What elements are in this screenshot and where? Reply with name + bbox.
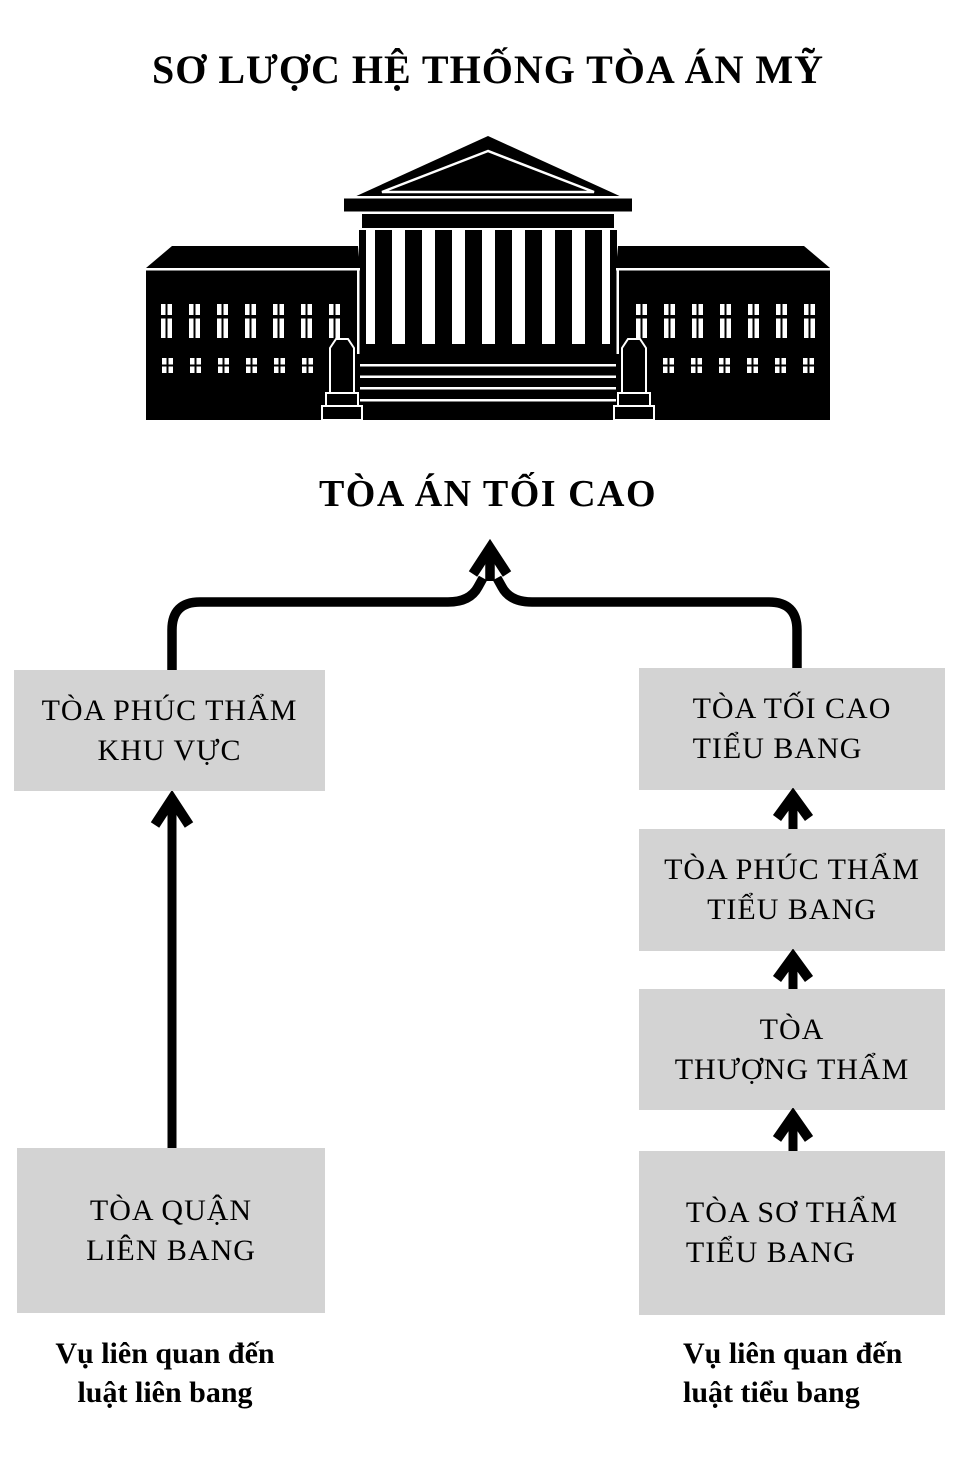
box-state-appeals-court: TÒA PHÚC THẨM TIỂU BANG [639,829,945,951]
box-state-superior-court: TÒA THƯỢNG THẨM [639,989,945,1110]
box-text-line: TÒA [759,1012,825,1046]
box-text-line: TÒA QUẬN [89,1193,253,1227]
up-arrow-icon [772,949,814,991]
box-text-line: TÒA PHÚC THẨM [664,853,920,886]
caption-line: luật liên bang [77,1376,253,1409]
caption-line: Vụ liên quan đến [683,1337,903,1370]
box-text-line: TIỂU BANG [707,893,877,926]
page-title: SƠ LƯỢC HỆ THỐNG TÒA ÁN MỸ [151,47,824,92]
box-text-line: TÒA SƠ THẨM [685,1196,899,1229]
box-text-line: TIỂU BANG [685,1236,856,1269]
box-state-trial-court: TÒA SƠ THẨM TIỂU BANG [639,1151,945,1315]
up-arrow-icon [772,1108,814,1153]
supreme-court-building-icon [146,136,830,421]
merge-up-arrow-icon [167,538,802,672]
caption-line: luật tiểu bang [683,1376,860,1409]
box-text-line: THƯỢNG THẨM [674,1052,910,1086]
caption-line: Vụ liên quan đến [55,1337,275,1370]
box-federal-district-court: TÒA QUẬN LIÊN BANG [17,1148,325,1313]
caption-state-law: Vụ liên quan đến luật tiểu bang [683,1334,902,1412]
supreme-court-label: TÒA ÁN TỐI CAO [318,473,658,515]
box-text-line: KHU VỰC [97,733,242,767]
long-up-arrow-icon [150,791,194,1151]
up-arrow-icon [772,788,814,831]
box-state-supreme-court: TÒA TỐI CAO TIỂU BANG [639,668,945,790]
box-federal-appeals-court: TÒA PHÚC THẨM KHU VỰC [14,670,325,791]
box-text-line: TÒA PHÚC THẨM [41,693,298,727]
caption-federal-law: Vụ liên quan đến luật liên bang [0,1334,330,1412]
box-text-line: TIỂU BANG [692,732,863,765]
box-text-line: LIÊN BANG [86,1233,256,1267]
box-text-line: TÒA TỐI CAO [692,692,892,725]
